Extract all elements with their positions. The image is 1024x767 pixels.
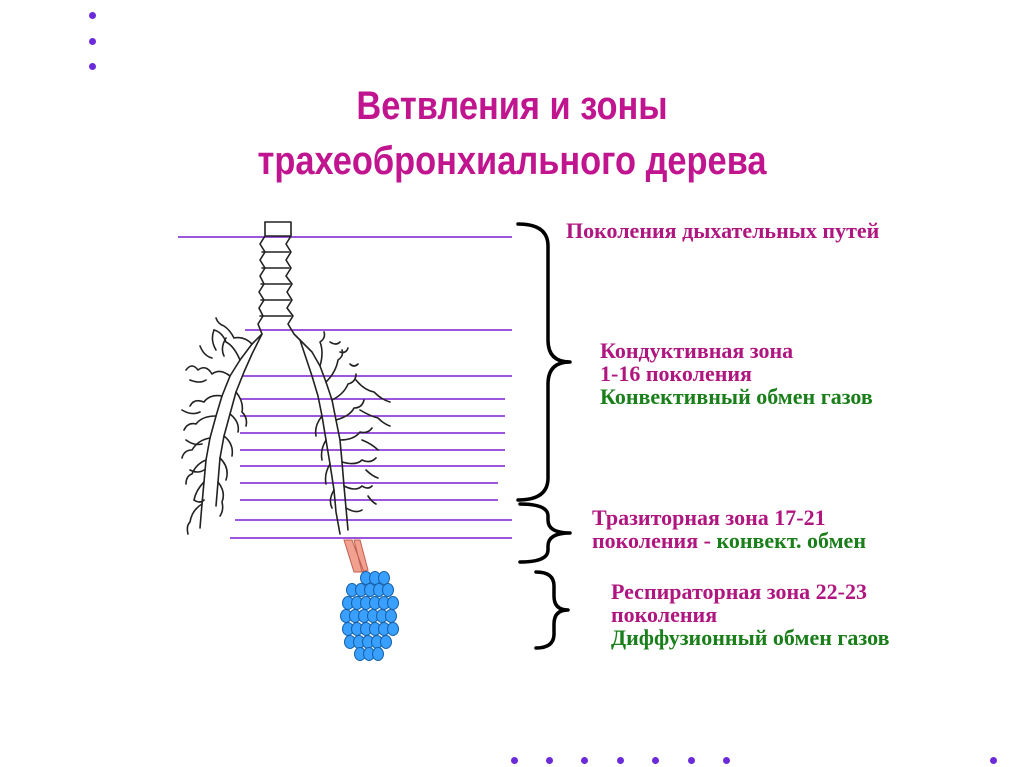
decor-dot: [723, 757, 730, 764]
decor-dot: [511, 757, 518, 764]
conductive-zone-exchange: Конвективный обмен газов: [600, 384, 873, 409]
decor-dot: [89, 38, 96, 45]
alveolus: [378, 571, 390, 585]
alveolus: [380, 635, 392, 649]
generations-label: Поколения дыхательных путей: [566, 218, 880, 243]
decor-dot: [89, 12, 96, 19]
transitional-zone-title: Тразиторная зона 17-21: [592, 505, 826, 530]
page-title-line2: трахеобронхиального дерева: [257, 139, 767, 183]
decor-dot: [89, 63, 96, 70]
decor-dot: [688, 757, 695, 764]
generation-lines: [178, 236, 512, 539]
alveolus: [372, 647, 384, 661]
respiratory-zone-exchange: Диффузионный обмен газов: [611, 625, 890, 650]
transitional-zone-exchange: поколения - конвект. обмен: [592, 529, 866, 552]
alveoli-icon: [340, 571, 399, 661]
alveolus: [382, 583, 394, 597]
conductive-zone-title: Кондуктивная зона: [600, 338, 794, 363]
alveolar-duct-icon: [343, 539, 369, 573]
decor-dot: [581, 757, 588, 764]
decor-dot: [617, 757, 624, 764]
alveolus: [385, 609, 397, 623]
decor-dot: [652, 757, 659, 764]
transitional-zone-convection: конвект. обмен: [716, 528, 866, 553]
conductive-zone-generations: 1-16 поколения: [600, 361, 752, 386]
decor-dot: [990, 757, 997, 764]
transitional-zone-generations: поколения -: [592, 528, 717, 553]
bracket-icon: [516, 222, 572, 650]
tracheobronchial-tree-icon: [181, 221, 391, 535]
respiratory-zone-generations: поколения: [611, 602, 718, 627]
decor-dot: [546, 757, 553, 764]
alveolus: [387, 622, 399, 636]
alveolus: [387, 596, 399, 610]
page-title-line1: Ветвления и зоны: [356, 84, 668, 128]
respiratory-zone-title: Респираторная зона 22-23: [611, 579, 868, 604]
